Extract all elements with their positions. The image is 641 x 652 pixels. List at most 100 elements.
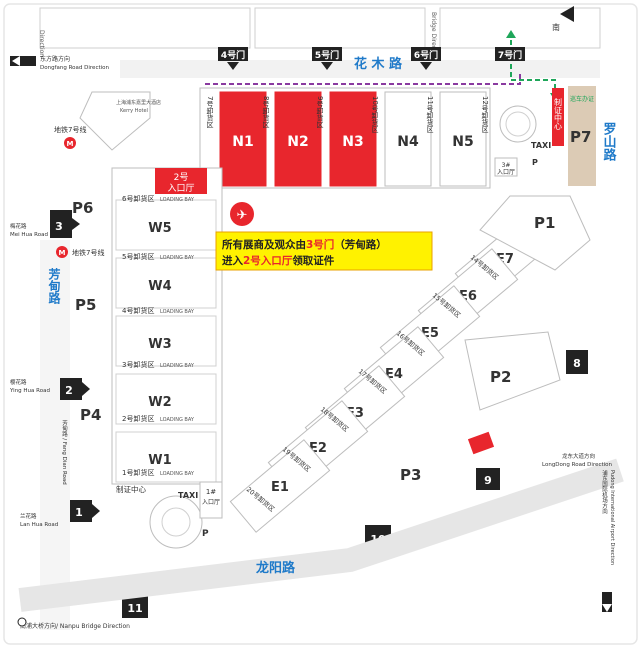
huamu-road-label: 花 木 路 bbox=[354, 56, 403, 72]
entrance-1-box[interactable] bbox=[199, 481, 223, 519]
gate-4-label: 4号门 bbox=[221, 49, 245, 61]
gate-11-marker[interactable]: 11 bbox=[122, 596, 148, 618]
hall-n2-label: N2 bbox=[287, 134, 308, 150]
hall-w5-label: W5 bbox=[148, 221, 171, 236]
hall-e1-label: E1 bbox=[271, 480, 289, 495]
gate-3-marker[interactable]: 3 bbox=[50, 210, 80, 238]
top-mid-block bbox=[254, 7, 426, 49]
yinghua-en: Ying Hua Road bbox=[9, 388, 50, 394]
hall-n2[interactable] bbox=[274, 91, 322, 187]
west-bay-en: LOADING BAY bbox=[160, 417, 195, 423]
notice-line2: 进入2号入口厅领取证件 bbox=[222, 254, 335, 267]
hall-n4[interactable] bbox=[384, 91, 432, 187]
nanpu-direction: 南浦大桥方向/ Nanpu Bridge Direction bbox=[20, 622, 130, 630]
taxi-top-label: TAXI bbox=[531, 141, 551, 150]
entrance-2-line1: 2号 bbox=[174, 172, 189, 183]
gate-8-marker[interactable]: 8 bbox=[566, 350, 588, 374]
hall-e1[interactable]: E1 bbox=[229, 439, 331, 533]
top-right-block bbox=[439, 7, 601, 49]
metro-line7-top: 地铁7号线 bbox=[54, 125, 86, 134]
fangdian-small: 芳甸路 / Fang Dian Road bbox=[61, 419, 68, 485]
top-south-label: 南 bbox=[552, 22, 560, 32]
yinghua-cn: 樱花路 bbox=[10, 378, 27, 386]
west-bay-label: 3号卸货区 bbox=[122, 360, 154, 369]
longdong-cn: 龙东大道方向 bbox=[562, 452, 595, 460]
gate-3-num: 3 bbox=[55, 220, 63, 233]
airport-arrowhead-icon bbox=[602, 604, 612, 612]
p-small-top: P bbox=[532, 158, 538, 167]
p-small-bottom: P bbox=[202, 529, 209, 539]
notice-line1: 所有展商及观众由3号门（芳甸路） bbox=[222, 238, 387, 251]
luoshan-road-label: 罗山路 bbox=[601, 122, 617, 161]
green-arrow-icon bbox=[506, 30, 516, 38]
west-bay-label: 2号卸货区 bbox=[122, 414, 154, 423]
hall-w3-label: W3 bbox=[148, 337, 171, 352]
hall-n3-label: N3 bbox=[342, 134, 363, 150]
hall-w2[interactable] bbox=[115, 373, 217, 425]
top-left-block bbox=[39, 7, 251, 49]
gate-2-num: 2 bbox=[65, 384, 73, 397]
taxi-bottom-label: TAXI bbox=[178, 491, 198, 500]
west-bay-en: LOADING BAY bbox=[160, 197, 195, 203]
north-bay-label: 11号卸货区 bbox=[426, 96, 434, 133]
lanhua-en: Lan Hua Road bbox=[20, 522, 58, 528]
cert-center-tall-label: 制证中心 bbox=[554, 97, 563, 130]
hotel-building bbox=[79, 91, 151, 151]
metro-icon-top-glyph: M bbox=[67, 140, 74, 148]
p7-label: P7 bbox=[570, 128, 591, 146]
purple-route-path bbox=[205, 72, 521, 85]
lanhua-cn: 兰花路 bbox=[20, 512, 37, 520]
entrance-1-line2: 入口厅 bbox=[202, 499, 220, 506]
p2-lot bbox=[464, 331, 561, 411]
meihua-en: Mei Hua Road bbox=[10, 232, 48, 238]
p5-label: P5 bbox=[75, 296, 96, 314]
bus-office-label: 巡车办证 bbox=[570, 95, 594, 103]
hall-w5[interactable] bbox=[115, 199, 217, 251]
metro-icon-left bbox=[56, 246, 68, 258]
west-bay-en: LOADING BAY bbox=[160, 309, 195, 315]
gate-9-marker[interactable]: 9 bbox=[476, 468, 500, 490]
hall-n1[interactable] bbox=[219, 91, 267, 187]
gate-7-marker[interactable]: 7号门 bbox=[495, 47, 525, 61]
west-bay-en: LOADING BAY bbox=[160, 471, 195, 477]
gate-1-num: 1 bbox=[75, 506, 83, 519]
gate-4-marker[interactable]: 4号门 bbox=[218, 47, 248, 70]
notice-box: 所有展商及观众由3号门（芳甸路） 进入2号入口厅领取证件 bbox=[215, 231, 433, 271]
entrance-3-box[interactable] bbox=[494, 157, 518, 177]
p7-lot bbox=[568, 86, 596, 186]
hall-w3[interactable] bbox=[115, 315, 217, 367]
west-bay-en: LOADING BAY bbox=[160, 363, 195, 369]
hall-w1[interactable] bbox=[115, 431, 217, 483]
gate-11-num: 11 bbox=[127, 602, 142, 615]
hotel-en: Kerry Hotel bbox=[120, 108, 148, 114]
longyang-road-band bbox=[18, 458, 624, 612]
top-arrow-icon bbox=[560, 6, 574, 22]
gate-7-label: 7号门 bbox=[498, 49, 522, 61]
gate-6-marker[interactable]: 6号门 bbox=[411, 47, 441, 70]
hall-w4[interactable] bbox=[115, 257, 217, 309]
gate-5-marker[interactable]: 5号门 bbox=[312, 47, 342, 70]
entrance-2-line2: 入口厅 bbox=[167, 183, 194, 194]
airport-cn: 浦东国际机场方向 bbox=[601, 469, 608, 514]
gate-2-marker[interactable]: 2 bbox=[60, 378, 90, 400]
loop-inner bbox=[161, 507, 191, 537]
metro-icon-bottom bbox=[17, 617, 27, 627]
north-bay-label: 10号卸货区 bbox=[371, 96, 379, 133]
hall-n1-label: N1 bbox=[232, 134, 253, 150]
hall-n3[interactable] bbox=[329, 91, 377, 187]
cert-center-red-sign[interactable] bbox=[467, 431, 495, 455]
gate-1-marker[interactable]: 1 bbox=[70, 500, 100, 522]
dongfang-arrow-icon bbox=[10, 56, 36, 66]
west-bay-label: 1号卸货区 bbox=[122, 468, 154, 477]
hall-n5[interactable] bbox=[439, 91, 487, 187]
entrance-2-sign[interactable]: 2号 入口厅 bbox=[155, 168, 207, 194]
dongfang-arrowhead-icon bbox=[12, 56, 20, 66]
plane-icon: ✈ bbox=[230, 202, 254, 226]
top-left-direction: Direction bbox=[38, 30, 45, 57]
cert-center-tall[interactable] bbox=[552, 88, 564, 146]
airport-arrow-icon bbox=[602, 592, 612, 612]
